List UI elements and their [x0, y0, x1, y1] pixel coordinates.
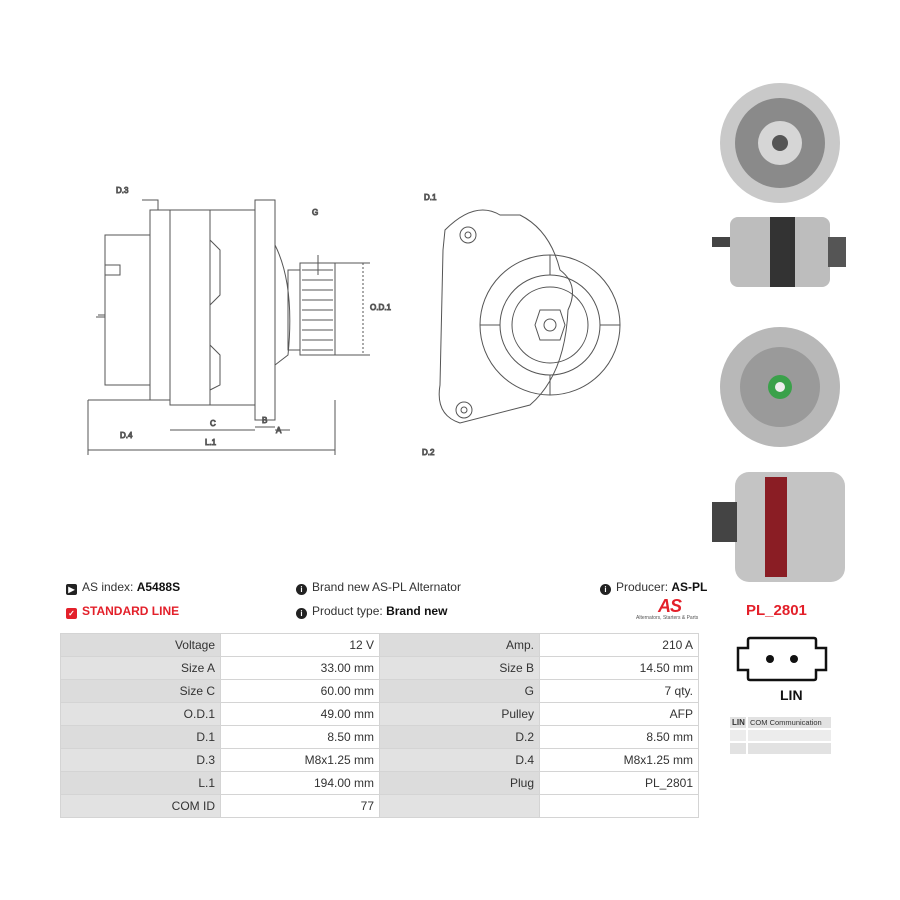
spec-label: D.4 [379, 748, 540, 772]
brand-logo: AS Alternators, Starters & Parts [636, 596, 704, 624]
front-view-photo [710, 78, 850, 213]
b-label: B [262, 416, 267, 425]
a-label: A [276, 426, 282, 435]
spec-label: Pulley [379, 702, 540, 726]
spec-value: 194.00 mm [220, 771, 380, 795]
d2-label: D.2 [422, 448, 435, 457]
product-type-value: Brand new [386, 604, 448, 618]
pin-table: LIN COM Communication [730, 717, 831, 756]
spec-value: 8.50 mm [220, 725, 380, 749]
pin-description [748, 743, 831, 754]
info-icon: i [296, 608, 307, 619]
spec-label: Size A [60, 656, 221, 680]
standard-line: ✓ STANDARD LINE [66, 604, 179, 619]
rear-view-photo [710, 322, 850, 457]
spec-label: O.D.1 [60, 702, 221, 726]
spec-value: M8x1.25 mm [539, 748, 699, 772]
spec-label [379, 794, 540, 818]
spec-value: 49.00 mm [220, 702, 380, 726]
description-text: Brand new AS-PL Alternator [312, 580, 461, 594]
product-type: i Product type: Brand new [296, 604, 447, 619]
standard-line-label: STANDARD LINE [82, 604, 180, 618]
spec-value: 60.00 mm [220, 679, 380, 703]
plug-label: LIN [780, 687, 803, 703]
technical-drawing: D.3 G O.D.1 C B A L.1 D.4 D.1 D.2 [80, 175, 680, 470]
spec-value: 7 qty. [539, 679, 699, 703]
spec-label: D.2 [379, 725, 540, 749]
d1-label: D.1 [424, 193, 437, 202]
angle-view-photo [710, 462, 850, 597]
as-index-label: AS index: [82, 580, 134, 594]
plug-connector-icon [736, 636, 828, 687]
spec-value [539, 794, 699, 818]
spec-label: Voltage [60, 633, 221, 657]
pin-description: COM Communication [748, 717, 831, 728]
spec-value: 210 A [539, 633, 699, 657]
g-label: G [312, 208, 318, 217]
pin-name [730, 730, 746, 741]
pin-row [730, 743, 831, 754]
tag-icon: ▶ [66, 584, 77, 595]
spec-label: Amp. [379, 633, 540, 657]
info-icon: i [296, 584, 307, 595]
spec-value: 8.50 mm [539, 725, 699, 749]
spec-value: PL_2801 [539, 771, 699, 795]
l1-label: L.1 [205, 438, 217, 447]
spec-value: 12 V [220, 633, 380, 657]
as-index: ▶ AS index: A5488S [66, 580, 180, 595]
front-view-drawing [438, 209, 621, 424]
spec-label: Size C [60, 679, 221, 703]
od1-label: O.D.1 [370, 303, 391, 312]
product-type-label: Product type: [312, 604, 383, 618]
side-view-drawing [87, 199, 370, 455]
description: i Brand new AS-PL Alternator [296, 580, 461, 595]
spec-value: 33.00 mm [220, 656, 380, 680]
spec-label: L.1 [60, 771, 221, 795]
pin-name: LIN [730, 717, 746, 728]
spec-label: D.1 [60, 725, 221, 749]
producer: i Producer: AS-PL [600, 580, 707, 595]
pin-name [730, 743, 746, 754]
d3-label: D.3 [116, 186, 129, 195]
pin-description [748, 730, 831, 741]
spec-label: COM ID [60, 794, 221, 818]
c-label: C [210, 419, 216, 428]
spec-value: 77 [220, 794, 380, 818]
producer-label: Producer: [616, 580, 669, 594]
spec-label: G [379, 679, 540, 703]
logo-tagline: Alternators, Starters & Parts [636, 615, 699, 621]
producer-value: AS-PL [671, 580, 708, 594]
spec-value: M8x1.25 mm [220, 748, 380, 772]
spec-label: D.3 [60, 748, 221, 772]
spec-value: 14.50 mm [539, 656, 699, 680]
as-index-value: A5488S [136, 580, 181, 594]
checkbox-icon: ✓ [66, 608, 77, 619]
spec-label: Size B [379, 656, 540, 680]
side-view-photo [710, 212, 850, 297]
d4-label: D.4 [120, 431, 133, 440]
info-icon: i [600, 584, 611, 595]
pin-row: LIN COM Communication [730, 717, 831, 728]
logo-mark: AS [658, 596, 682, 616]
pin-row [730, 730, 831, 741]
plug-code: PL_2801 [746, 602, 807, 619]
spec-value: AFP [539, 702, 699, 726]
spec-label: Plug [379, 771, 540, 795]
